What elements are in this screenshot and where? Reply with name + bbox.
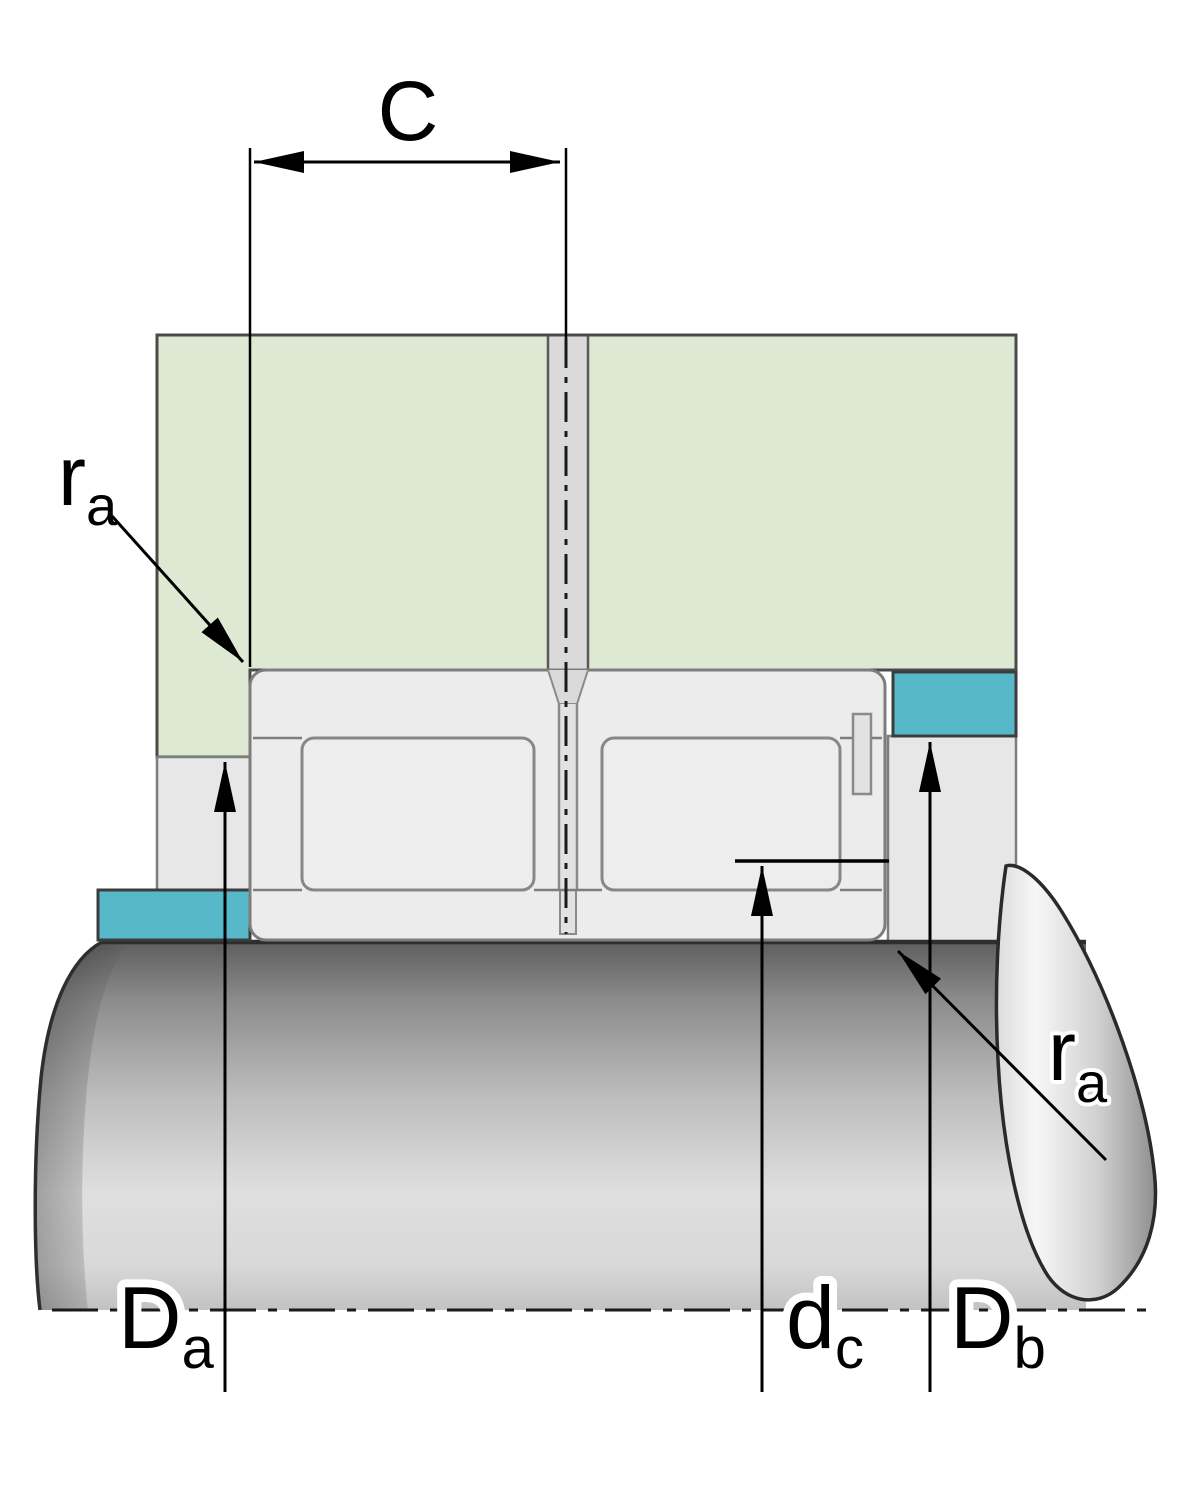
- shaft-body: [35, 942, 1086, 1310]
- roller-right: [600, 736, 842, 892]
- dim-ra-shaft-sub: a: [1076, 1051, 1108, 1114]
- dim-C-label: C: [378, 64, 439, 158]
- dim-ra-shaft-base: r: [1048, 1004, 1076, 1098]
- dim-dc-sub: c: [835, 1316, 864, 1381]
- snap-ring-groove: [851, 712, 873, 796]
- dim-ra-shaft-arrow: [896, 949, 1108, 1162]
- shaft-left-shade: [35, 942, 130, 1310]
- dim-ra-housing-arrow: [110, 514, 245, 664]
- dim-C-text: C: [378, 64, 439, 158]
- dim-Db-label: Db: [950, 1268, 1046, 1381]
- dim-Db-base: D: [950, 1268, 1014, 1367]
- right-abutment-section: [886, 734, 1018, 944]
- shaft-shoulder-fillet-3d: [994, 863, 1158, 1302]
- right-locating-ring: [891, 670, 1018, 738]
- dim-ra-shaft-label: ra: [1048, 1004, 1108, 1114]
- dim-Da-sub: a: [182, 1316, 215, 1381]
- dim-ra-housing-label: ra: [58, 429, 118, 537]
- lube-channel-inner: [559, 889, 577, 935]
- left-locating-ring: [96, 888, 252, 942]
- dim-Db-sub: b: [1014, 1316, 1046, 1381]
- dim-Da-base: D: [118, 1268, 182, 1367]
- dim-Da-label: Da: [118, 1268, 215, 1381]
- dim-dc-base: d: [786, 1268, 835, 1367]
- roller-left: [300, 736, 536, 892]
- lube-channel-fill: [559, 704, 577, 890]
- shaft: [33, 939, 1086, 1311]
- left-abutment-section: [155, 755, 252, 892]
- dim-ra-housing-base: r: [58, 429, 86, 523]
- shaft-left-edge: [33, 940, 103, 1311]
- lubrication-groove: [548, 336, 588, 670]
- dim-ra-housing-sub: a: [86, 474, 118, 537]
- dimensions: C ra Da dc Db ra: [58, 64, 1112, 1392]
